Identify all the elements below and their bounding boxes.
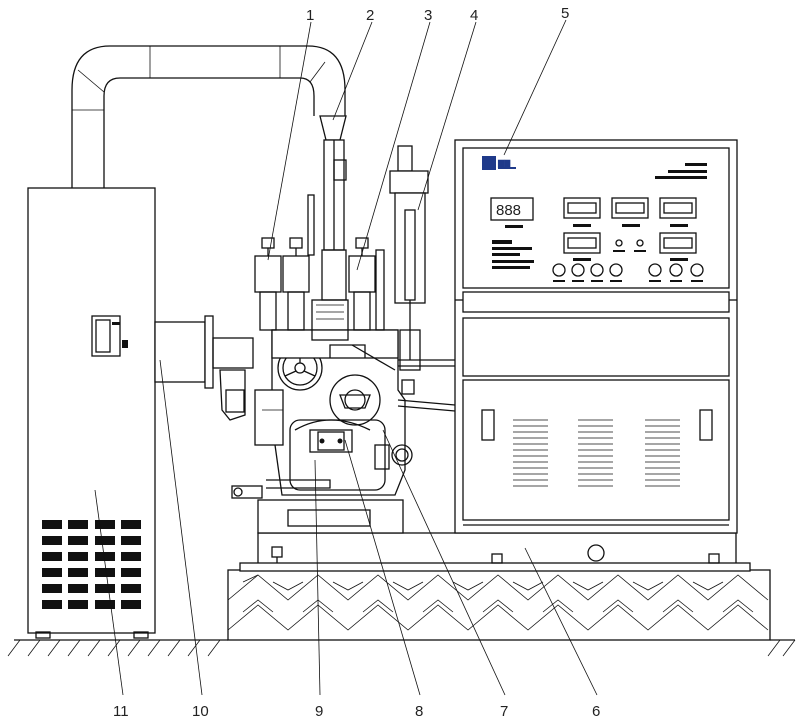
callout-9: 9 (315, 703, 323, 720)
concrete-foundation (227, 569, 771, 641)
connecting-pipes (351, 344, 456, 412)
injector-cylinders (254, 237, 385, 341)
digital-display: 888 (490, 197, 534, 228)
callout-4: 4 (470, 7, 478, 24)
dynamometer-unit (27, 187, 156, 639)
injector-3 (348, 237, 376, 331)
callout-11: 11 (113, 703, 129, 720)
ventilation-duct (71, 45, 346, 188)
injector-2 (282, 237, 310, 331)
callout-6: 6 (592, 703, 600, 720)
callout-8: 8 (415, 703, 423, 720)
control-cabinet: ▇▇ 888 (454, 139, 738, 534)
ground (7, 639, 796, 657)
intake-pipe (307, 115, 347, 301)
display-digits: 888 (496, 202, 521, 219)
injector-1 (254, 237, 282, 331)
base-frame (239, 532, 751, 572)
callout-labels: 1 2 3 4 5 6 7 8 9 10 11 (113, 5, 600, 720)
leader-lines (94, 19, 598, 696)
nameplate-text (655, 163, 707, 179)
callout-1: 1 (306, 7, 314, 24)
instruction-labels (492, 240, 534, 269)
callout-3: 3 (424, 7, 432, 24)
anchor-bolts (271, 546, 720, 564)
engine-mount (257, 499, 404, 534)
fuel-measuring-tube (389, 145, 429, 395)
dynamometer-vents (42, 520, 141, 609)
panel-meters (563, 197, 697, 261)
brand-logo: ▇▇ (482, 156, 516, 170)
callout-10: 10 (192, 703, 209, 720)
svg-text:▇▇: ▇▇ (497, 159, 511, 168)
callout-5: 5 (561, 5, 569, 22)
control-knobs (552, 263, 704, 282)
cabinet-vents (513, 419, 680, 487)
pressure-gauge (374, 444, 413, 470)
fuel-pump (309, 429, 353, 453)
callout-2: 2 (366, 7, 374, 24)
engine-body (231, 329, 413, 499)
coupling-shaft (154, 315, 254, 421)
callout-7: 7 (500, 703, 508, 720)
